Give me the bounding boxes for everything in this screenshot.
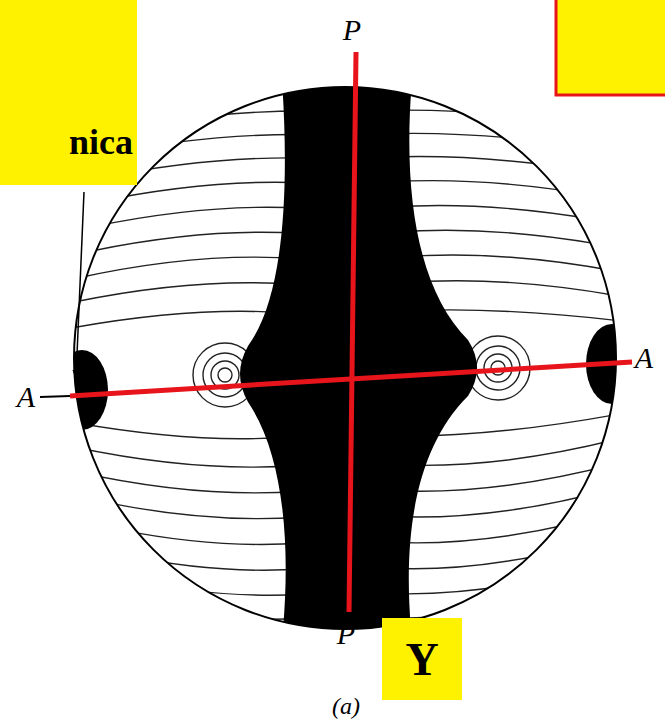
- highlight-label: Y: [405, 633, 438, 686]
- polarizer-label: P: [337, 619, 355, 649]
- polarizer-label: P: [343, 15, 361, 45]
- highlight-box: Y: [382, 618, 462, 700]
- highlight-box: [556, 0, 665, 95]
- highlight-label: nica: [69, 121, 133, 163]
- figure-label: (a): [332, 694, 360, 718]
- analyzer-line: [70, 362, 632, 396]
- analyzer-label: A: [17, 382, 35, 412]
- field-of-view: [74, 87, 616, 629]
- leader-arrow: [76, 192, 84, 378]
- polarizer-line: [349, 52, 356, 612]
- isogyre: [56, 80, 638, 640]
- tick-mark: [40, 396, 70, 397]
- highlight-box: nica: [0, 0, 137, 185]
- analyzer-label: A: [635, 343, 653, 373]
